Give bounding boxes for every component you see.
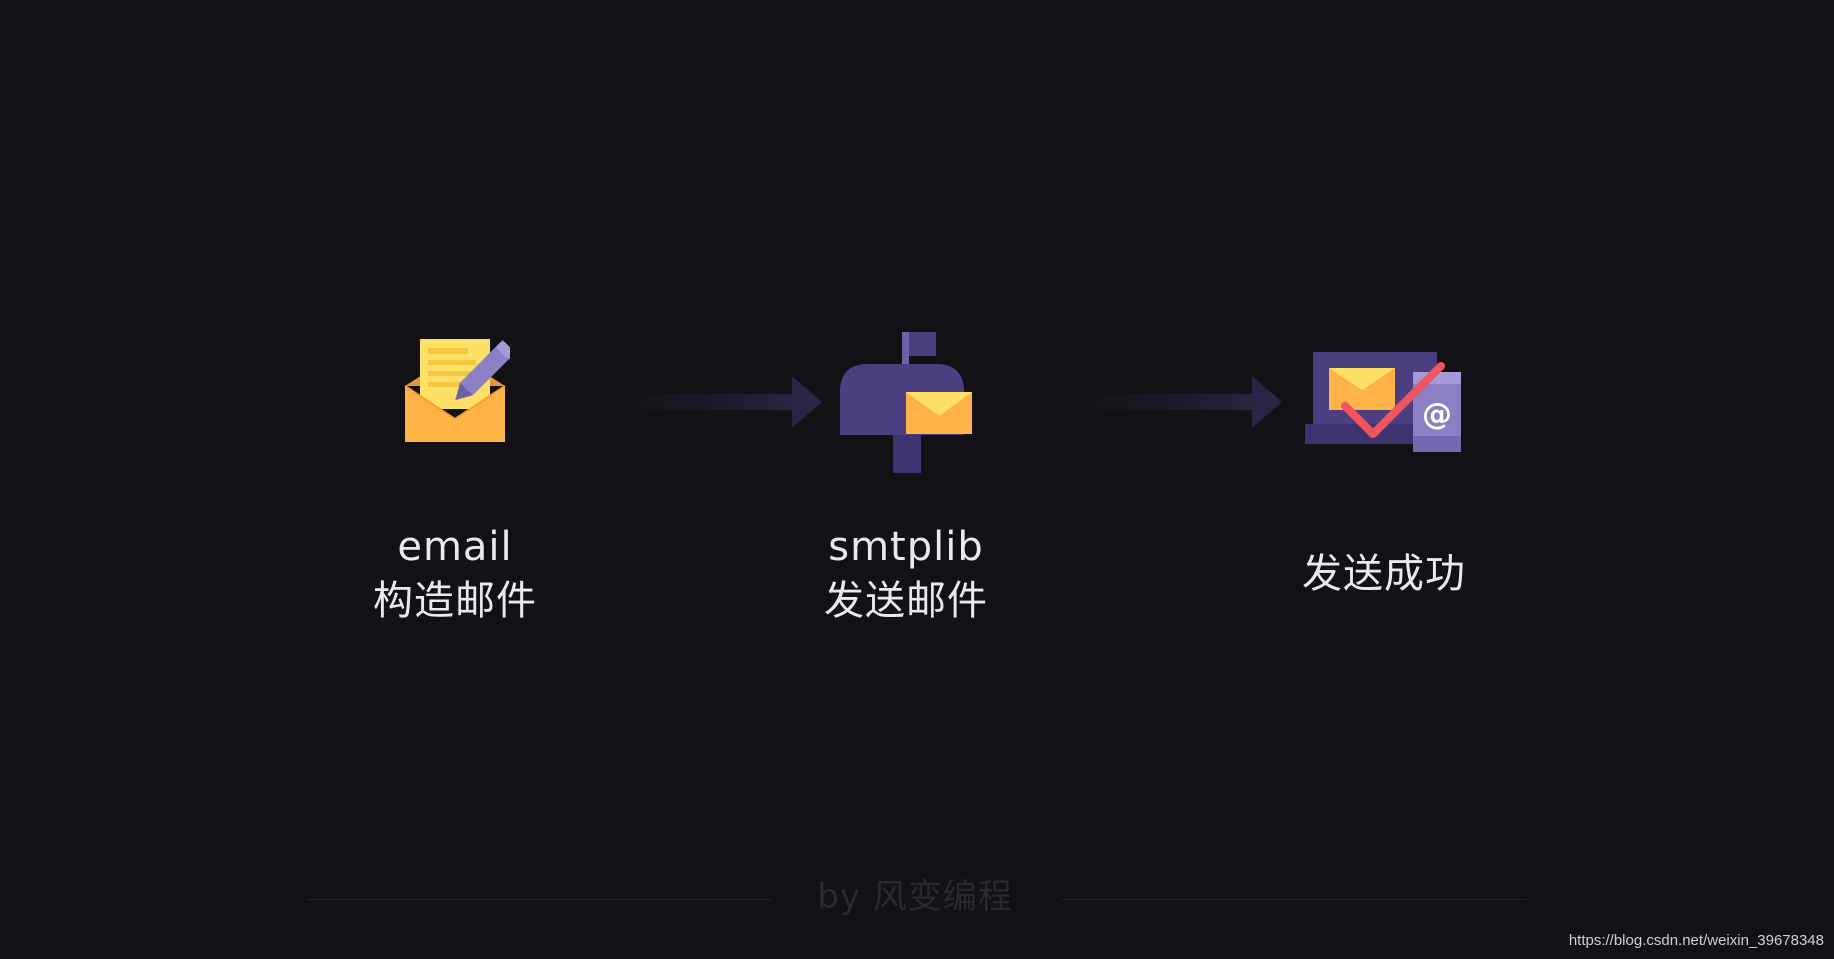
- step-1-label: email 构造邮件: [295, 520, 615, 628]
- step-3-label: 发送成功: [1224, 547, 1544, 601]
- mailbox-icon: [840, 332, 972, 473]
- step-2-subtitle: 发送邮件: [824, 578, 988, 624]
- step-2-label: smtplib 发送邮件: [746, 520, 1066, 628]
- svg-text:@: @: [1422, 397, 1452, 432]
- footer-divider-right: [1062, 899, 1527, 900]
- step-3-title: 发送成功: [1302, 551, 1466, 597]
- envelope-letter-pencil-icon: [404, 339, 510, 442]
- step-1-subtitle: 构造邮件: [373, 578, 537, 624]
- laptop-mail-checkmark-icon: @: [1305, 352, 1461, 452]
- step-2-title: smtplib: [828, 524, 984, 570]
- footer-divider-left: [307, 899, 772, 900]
- arrow-right-icon: [560, 376, 822, 428]
- step-1-title: email: [397, 524, 513, 570]
- watermark-url: https://blog.csdn.net/weixin_39678348: [1568, 932, 1824, 949]
- arrow-right-icon: [1020, 376, 1282, 428]
- footer-credit: by 风变编程: [817, 877, 1013, 917]
